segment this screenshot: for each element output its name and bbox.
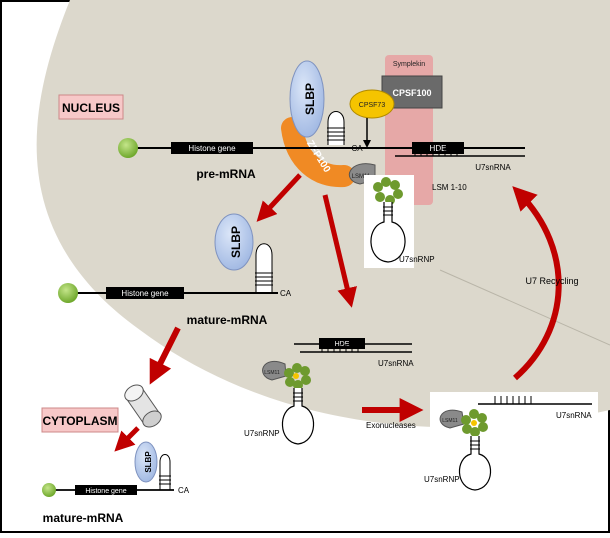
slbp-mid-label: SLBP	[229, 226, 243, 258]
ca-label-cyto: CA	[178, 486, 190, 495]
mature-mrna-label-mid: mature-mRNA	[187, 313, 268, 327]
arrow-to-export	[149, 326, 181, 385]
histone-gene-label-top: Histone gene	[188, 144, 236, 153]
slbp-cyto-label: SLBP	[144, 451, 153, 473]
hde-label-center: HDE	[335, 341, 350, 348]
cytoplasm-label-box	[41, 407, 119, 433]
u7snrna-label-right: U7snRNA	[556, 411, 592, 420]
lsm11-label-right: LSM11	[442, 418, 458, 424]
u7snrnp-label-right: U7snRNP	[424, 475, 460, 484]
nucleus-label: NUCLEUS	[62, 101, 120, 115]
lsm11-label-center: LSM11	[264, 370, 280, 376]
cpsf73-oval	[349, 89, 395, 119]
symplekin-label: Symplekin	[393, 61, 425, 68]
lsm11-shape-right	[439, 409, 465, 429]
u7snrnp-label-center: U7snRNP	[244, 429, 280, 438]
stem-loop-cyto	[159, 454, 171, 490]
nuclear-pore-cylinder	[124, 384, 162, 428]
histone-gene-box-cyto	[75, 485, 137, 495]
u7-basepairs-top	[414, 148, 458, 156]
arrow-to-degradation	[322, 194, 357, 308]
u7-stem-loop-right	[458, 436, 492, 491]
slbp-mid-oval	[214, 213, 254, 271]
u7snrna-label-top: U7snRNA	[475, 163, 511, 172]
nucleus-label-box	[58, 94, 124, 120]
u7-stem-loop-center	[281, 388, 315, 445]
mature-mrna-label-cyto: mature-mRNA	[43, 511, 124, 525]
cytoplasm-label: CYTOPLASM	[42, 414, 117, 428]
u7snrnp-label-top: U7snRNP	[399, 255, 435, 264]
hde-box-center	[319, 338, 365, 349]
u7-free-bases-right	[494, 396, 532, 404]
arrow-to-cytoplasm	[114, 426, 140, 452]
lsm11-shape-center	[262, 361, 287, 381]
hde-label-top: HDE	[430, 144, 447, 153]
exonucleases-label: Exonucleases	[366, 421, 416, 430]
histone-gene-label-cyto: Histone gene	[85, 488, 126, 495]
nucleus-crease	[439, 269, 610, 346]
histone-gene-label-mid: Histone gene	[121, 289, 169, 298]
pre-mrna-label: pre-mRNA	[196, 167, 256, 181]
u7-basepairs-center	[321, 344, 359, 352]
histone-gene-box-top	[171, 142, 253, 154]
ca-label-top: CA	[351, 144, 363, 153]
nucleus-region	[36, 0, 610, 428]
slbp-top-label: SLBP	[303, 83, 317, 115]
zfp100-arc	[281, 117, 355, 188]
cpsf100-label: CPSF100	[392, 88, 431, 98]
slbp-cyto-oval	[134, 441, 158, 483]
u7-recycling-label: U7 Recycling	[525, 276, 578, 286]
histone-gene-box-mid	[106, 287, 184, 299]
cleavage-arrowhead	[363, 140, 371, 148]
cap-pre-mrna	[118, 138, 138, 158]
recycled-card	[430, 392, 598, 494]
u7snrna-label-center: U7snRNA	[378, 359, 414, 368]
slbp-top-oval	[289, 60, 325, 138]
cap-mature-mid	[58, 283, 78, 303]
ca-label-mid: CA	[280, 289, 292, 298]
cpsf73-label: CPSF73	[359, 102, 386, 109]
stem-loop-top	[327, 111, 345, 145]
lsm-ring-right	[461, 409, 488, 437]
lsm11-label-top: LSM11	[352, 174, 371, 180]
u7-stem-loop-top	[370, 202, 406, 263]
lsm-ring-center	[284, 363, 311, 390]
lsm1-10-label: LSM 1-10	[432, 183, 467, 192]
arrow-to-mature	[256, 173, 302, 222]
stem-loop-mid	[255, 243, 273, 293]
cap-mature-cyto	[42, 483, 56, 497]
arrow-u7-recycling	[512, 186, 562, 381]
